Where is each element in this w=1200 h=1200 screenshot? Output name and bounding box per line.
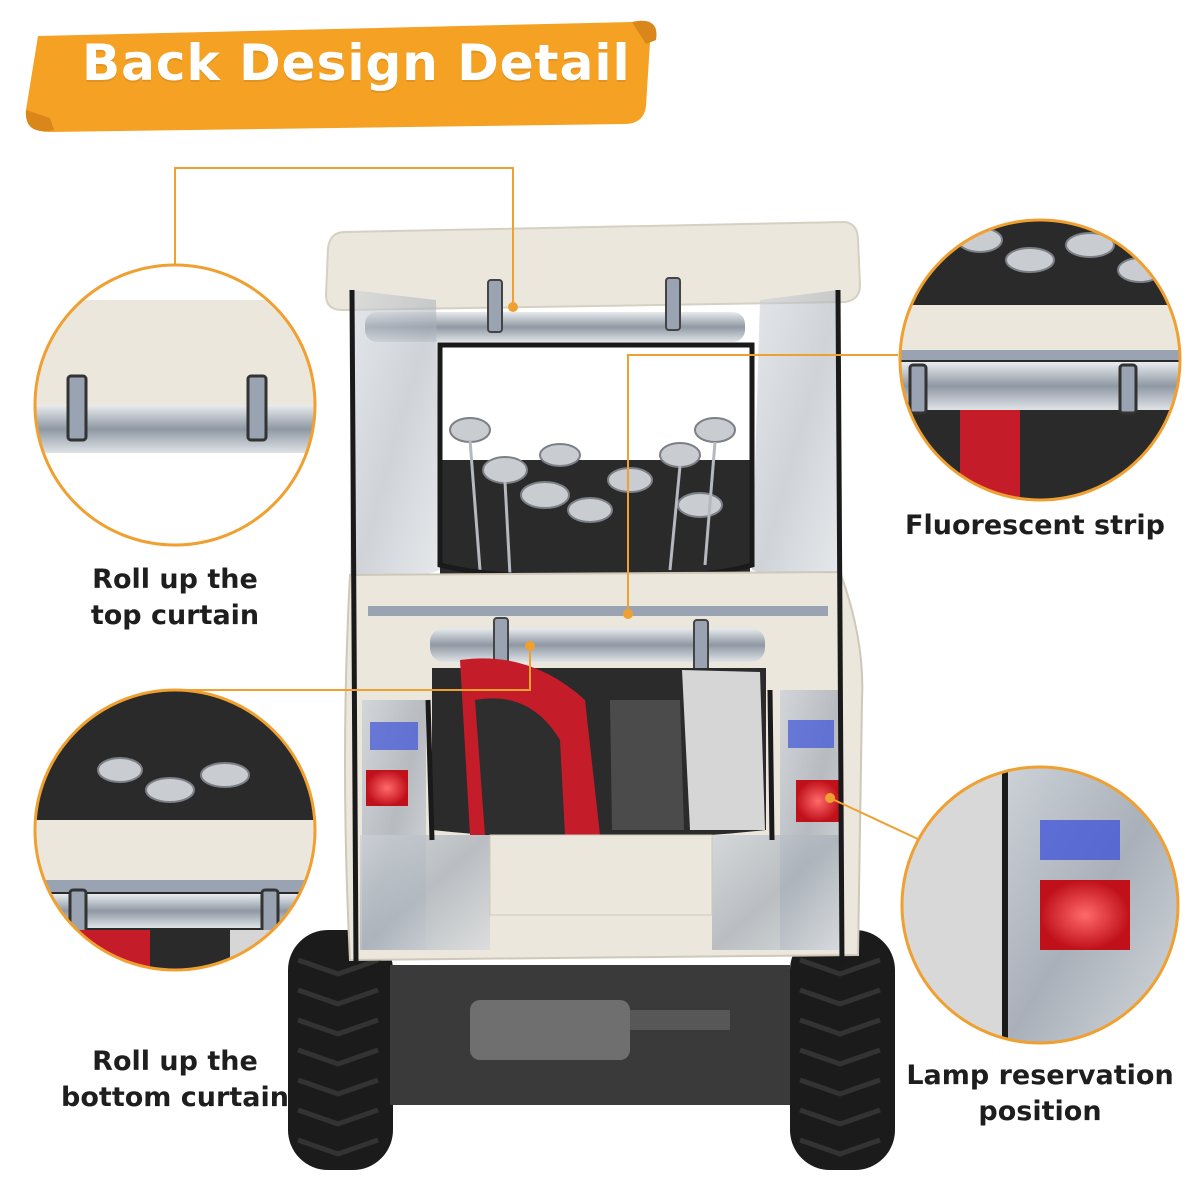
cart-roof [324, 220, 862, 312]
title-banner: Back Design Detail [20, 14, 660, 132]
caption-bottom-curtain: Roll up the bottom curtain [50, 1044, 300, 1116]
banner-ribbon [25, 20, 657, 132]
caption-fluorescent-strip: Fluorescent strip [900, 508, 1170, 544]
caption-top-curtain: Roll up the top curtain [60, 562, 290, 634]
fluorescent-strip [368, 606, 828, 616]
zoom-circle-top-curtain [33, 263, 317, 547]
golf-clubs [440, 417, 750, 580]
zoom-circle-fluorescent-strip [898, 218, 1182, 502]
leader-lines [174, 167, 921, 841]
caption-line: Lamp reservation [906, 1060, 1174, 1091]
bottom-rolled-curtain [430, 628, 765, 662]
right-rear-tire [790, 930, 895, 1170]
caption-line: Roll up the [92, 564, 258, 595]
leader-bottom-curtain [175, 648, 531, 691]
caption-lamp-reservation: Lamp reservation position [900, 1058, 1180, 1130]
left-rear-tire [288, 930, 393, 1170]
caption-line: bottom curtain [61, 1082, 289, 1113]
leader-fluorescent-strip [627, 354, 898, 612]
banner-title: Back Design Detail [82, 34, 631, 92]
top-rolled-curtain [365, 312, 745, 342]
caption-line: top curtain [90, 600, 260, 631]
caption-line: position [978, 1096, 1102, 1127]
leader-lamp [829, 797, 921, 841]
caption-line: Fluorescent strip [905, 510, 1165, 541]
zoom-circle-bottom-curtain [33, 688, 317, 972]
golf-cart [288, 220, 895, 1170]
caption-line: Roll up the [92, 1046, 258, 1077]
zoom-circle-lamp [900, 765, 1180, 1045]
leader-top-curtain [174, 167, 514, 305]
